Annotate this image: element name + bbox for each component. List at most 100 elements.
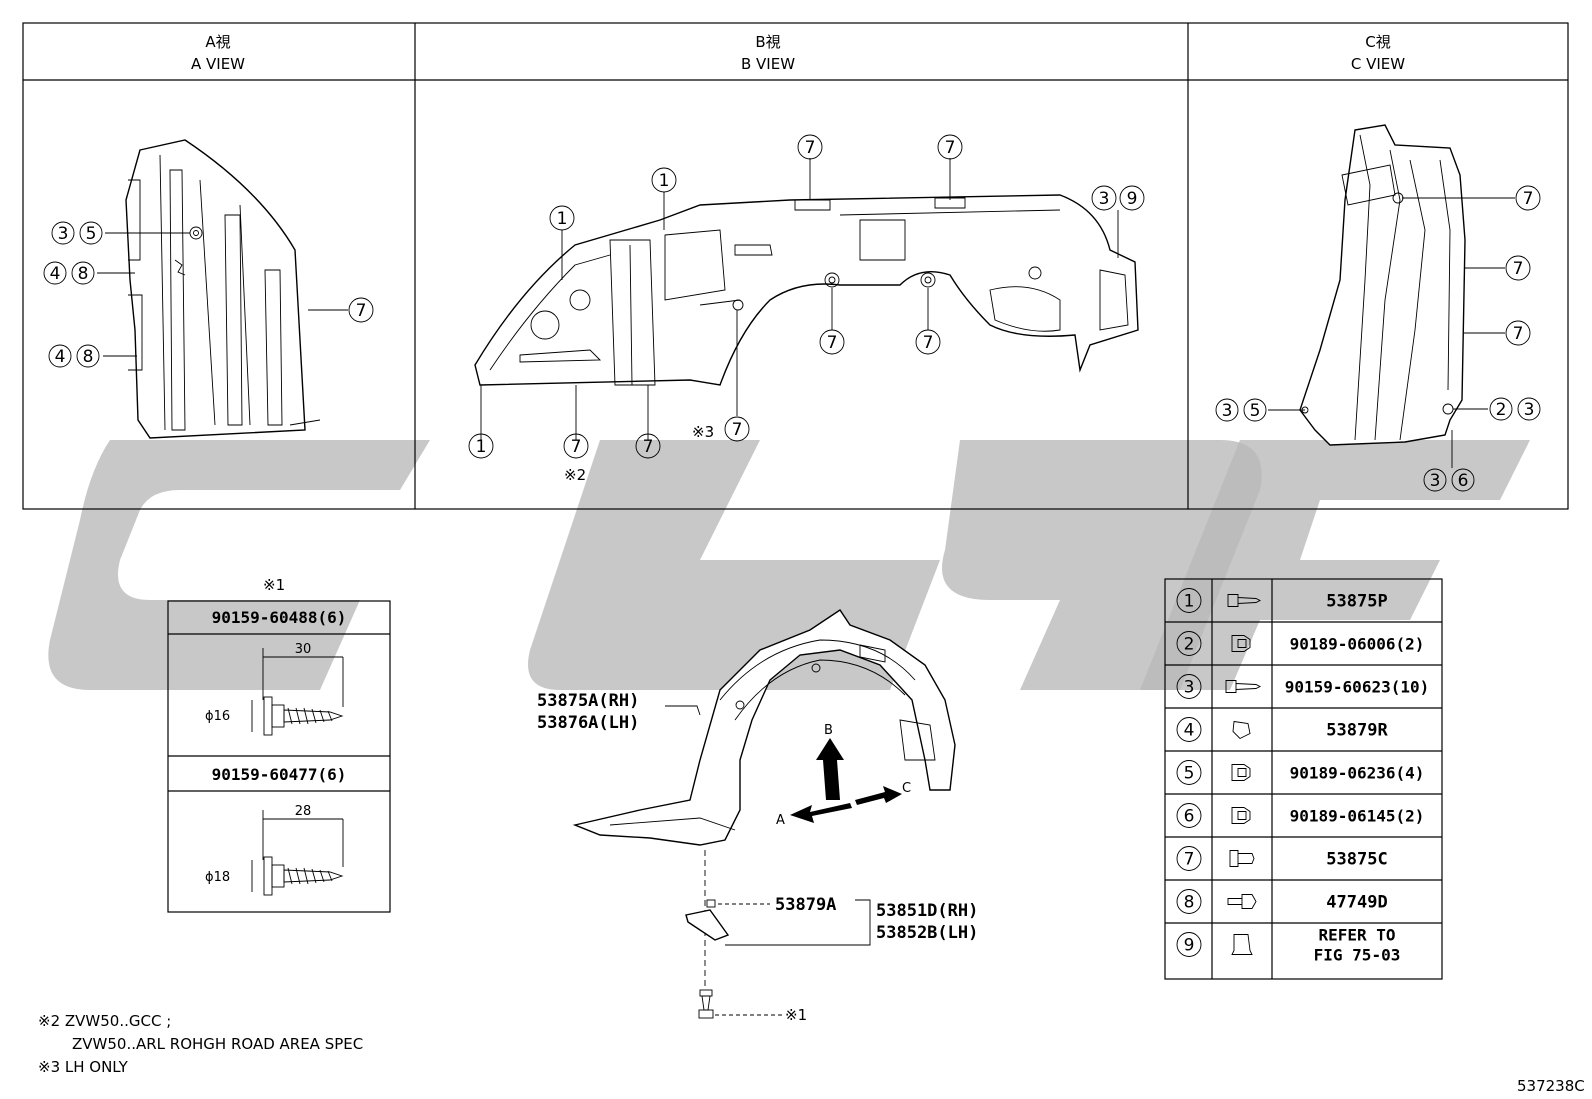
screw-icon — [698, 989, 714, 1019]
clip-nut-icon — [1231, 764, 1251, 781]
legend-part-number: 53879R — [1326, 721, 1388, 741]
legend-number-circle — [1176, 846, 1202, 871]
bolt-diameter-2: ϕ18 — [205, 870, 230, 885]
view-b-title-ja: B視 — [755, 33, 780, 51]
svg-text:6: 6 — [1458, 471, 1469, 491]
svg-text:3: 3 — [1524, 400, 1535, 420]
view-c-title-en: C VIEW — [1351, 55, 1405, 73]
view-b-liner-drawing — [474, 194, 1139, 386]
svg-text:3: 3 — [1222, 401, 1233, 421]
fender-liner-assembly — [572, 609, 956, 1019]
svg-text:1: 1 — [476, 437, 487, 457]
liner-lh-label: 53876A(LH) — [537, 713, 639, 733]
legend-part-number: 90189-06145(2) — [1290, 807, 1425, 826]
dir-b-label: B — [824, 723, 833, 738]
bolt-table-title: ※1 — [263, 576, 285, 594]
arrow-c-icon — [855, 786, 902, 805]
svg-text:7: 7 — [923, 333, 934, 353]
retainer-icon — [1231, 934, 1253, 955]
svg-text:4: 4 — [50, 264, 61, 284]
svg-text:8: 8 — [83, 347, 94, 367]
footnote-2: ※2 ZVW50..GCC ; — [38, 1012, 171, 1030]
bolt-icon — [251, 648, 344, 736]
liner-rh-label: 53875A(RH) — [537, 691, 639, 711]
legend-part-number: REFER TO — [1318, 926, 1395, 945]
bolt-part-1: 90159-60488(6) — [212, 608, 347, 627]
legend-part-number: 53875P — [1326, 592, 1387, 612]
svg-text:3: 3 — [1430, 471, 1441, 491]
legend-part-number: 90159-60623(10) — [1285, 678, 1430, 697]
svg-text:7: 7 — [827, 333, 838, 353]
push-rivet-icon — [1229, 850, 1255, 867]
view-b-callouts: 1 1 1 7 7 3 9 7 7 7 7 7 ※2 ※3 — [468, 134, 1145, 484]
bolt-length-1: 30 — [295, 642, 312, 657]
shield-lh-label: 53852B(LH) — [876, 923, 978, 943]
legend-number: 6 — [1184, 807, 1195, 827]
svg-text:7: 7 — [571, 437, 582, 457]
legend-number-circle — [1176, 889, 1202, 914]
svg-text:1: 1 — [557, 209, 568, 229]
legend-number: 3 — [1184, 678, 1195, 698]
footnote-2-cont: ZVW50..ARL ROHGH ROAD AREA SPEC — [72, 1035, 363, 1053]
svg-text:7: 7 — [732, 420, 743, 440]
svg-text:9: 9 — [1127, 189, 1138, 209]
bolt-icon — [251, 810, 344, 896]
svg-text:7: 7 — [1513, 259, 1524, 279]
legend-part-number: 47749D — [1326, 893, 1387, 913]
bolt-diameter-1: ϕ16 — [205, 709, 230, 724]
svg-text:8: 8 — [78, 264, 89, 284]
legend-number-circle — [1176, 588, 1202, 613]
bolt-part-2: 90159-60477(6) — [212, 765, 347, 784]
legend-part-number: 90189-06006(2) — [1290, 635, 1425, 654]
svg-text:1: 1 — [659, 171, 670, 191]
screw-grommet-icon — [1227, 594, 1262, 607]
note3-mark: ※3 — [692, 423, 714, 441]
legend-number: 2 — [1184, 635, 1195, 655]
svg-text:7: 7 — [643, 437, 654, 457]
svg-text:7: 7 — [1513, 324, 1524, 344]
clip-nut-icon — [1231, 635, 1251, 652]
legend-number: 8 — [1184, 893, 1195, 913]
view-a-callouts: 3 5 4 8 4 8 7 — [43, 221, 374, 368]
legend-number: 1 — [1184, 592, 1195, 612]
legend-number: 7 — [1184, 850, 1195, 870]
dir-a-label: A — [776, 813, 785, 828]
legend-part-number: 53875C — [1326, 850, 1387, 870]
legend-number-circle — [1176, 631, 1202, 656]
bolt-spec-table: ※1 90159-60488(6) 90159-60477(6) 30 ϕ16 — [167, 576, 391, 913]
shield-rh-label: 53851D(RH) — [876, 901, 978, 921]
figure-id: 537238C — [1517, 1077, 1585, 1095]
svg-text:7: 7 — [805, 138, 816, 158]
tapping-screw-icon — [1225, 680, 1262, 693]
view-c-callouts: 7 7 7 3 5 2 3 3 6 — [1215, 185, 1541, 492]
view-a-title-en: A VIEW — [191, 55, 245, 73]
screw-ref-label: ※1 — [785, 1006, 807, 1024]
svg-text:4: 4 — [55, 347, 66, 367]
svg-text:5: 5 — [1250, 401, 1261, 421]
arrow-b-icon — [816, 738, 844, 800]
legend-number: 9 — [1184, 936, 1195, 956]
view-b-title-en: B VIEW — [741, 55, 795, 73]
screw-clip-icon — [1227, 894, 1257, 909]
view-frame — [22, 22, 1569, 510]
clip-nut-icon — [1231, 807, 1251, 824]
legend-part-number: 90189-06236(4) — [1290, 764, 1425, 783]
view-a-liner-drawing — [125, 139, 321, 439]
svg-text:5: 5 — [86, 224, 97, 244]
svg-text:3: 3 — [1099, 189, 1110, 209]
note2-mark: ※2 — [564, 466, 586, 484]
svg-text:2: 2 — [1496, 400, 1507, 420]
fastener-legend-table — [1164, 578, 1443, 980]
view-c-liner-drawing — [1299, 124, 1466, 446]
legend-part-number: FIG 75-03 — [1314, 946, 1401, 965]
svg-text:7: 7 — [356, 301, 367, 321]
svg-text:7: 7 — [1523, 189, 1534, 209]
legend-number-circle — [1176, 760, 1202, 785]
view-c-title-ja: C視 — [1365, 33, 1390, 51]
bracket-label: 53879A — [775, 895, 836, 915]
svg-text:3: 3 — [58, 224, 69, 244]
push-clip-icon — [1232, 720, 1251, 740]
legend-number-circle — [1176, 932, 1202, 957]
